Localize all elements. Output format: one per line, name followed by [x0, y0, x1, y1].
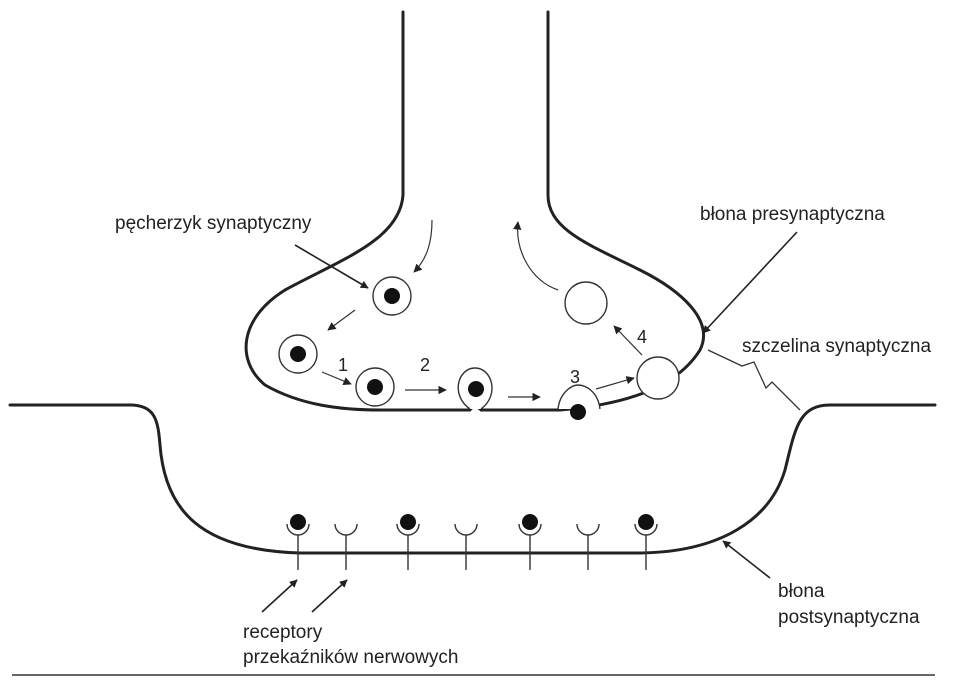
step-label-3: 3 — [570, 368, 580, 386]
label-receptors-line1: receptory — [243, 623, 322, 642]
postsynaptic-membrane-outline — [10, 405, 935, 553]
label-presynaptic-membrane: błona presynaptyczna — [700, 205, 885, 224]
label-postsynaptic-line1: błona — [778, 582, 825, 601]
label-synaptic-vesicle: pęcherzyk synaptyczny — [115, 214, 311, 233]
receptor-row — [287, 514, 657, 570]
neurotransmitter-dot — [290, 514, 306, 530]
empty-vesicle-1 — [565, 282, 607, 324]
step-label-2: 2 — [420, 356, 430, 374]
neurotransmitter-dot — [638, 514, 654, 530]
receptor-bound — [287, 514, 309, 570]
label-synaptic-cleft: szczelina synaptyczna — [742, 337, 931, 356]
arrow-vesicle-left — [328, 310, 355, 330]
receptor-bound — [397, 514, 419, 570]
pointer-cleft — [708, 350, 800, 410]
pointer-presynaptic — [703, 232, 797, 333]
receptor-empty — [455, 524, 477, 570]
vesicle-1 — [373, 277, 411, 315]
label-receptors-line2: przekaźników nerwowych — [243, 648, 458, 667]
pointer-receptor-2 — [312, 580, 347, 612]
arrow-return-up — [518, 222, 558, 290]
empty-vesicle-2 — [637, 357, 679, 399]
step-label-4: 4 — [637, 328, 647, 346]
arrow-recycle — [596, 378, 634, 389]
pointer-postsynaptic — [723, 541, 770, 578]
vesicle-fusing — [458, 368, 492, 409]
step-label-1: 1 — [338, 356, 348, 374]
vesicle-2 — [279, 335, 317, 373]
arrow-vesicle-down — [414, 220, 432, 272]
receptor-empty — [577, 524, 599, 570]
receptor-bound — [635, 514, 657, 570]
receptor-empty — [335, 524, 357, 570]
vesicle-3 — [356, 368, 394, 406]
pointer-receptor-1 — [262, 580, 297, 612]
neurotransmitter-dot — [400, 514, 416, 530]
neurotransmitter-dot — [522, 514, 538, 530]
vesicle-exocytosis — [558, 385, 600, 420]
receptor-bound — [519, 514, 541, 570]
label-postsynaptic-line2: postsynaptyczna — [778, 608, 920, 627]
